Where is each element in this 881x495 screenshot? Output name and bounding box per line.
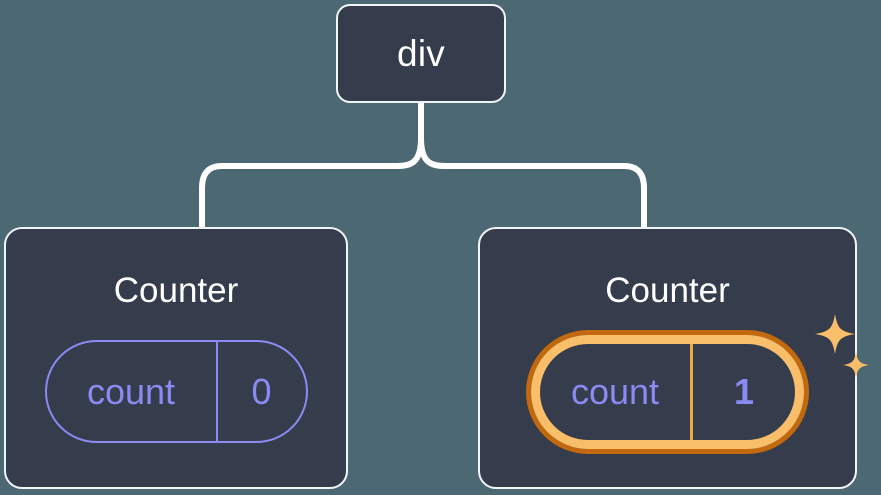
state-value-left: 0 <box>215 342 306 441</box>
state-value-right: 1 <box>690 344 795 440</box>
state-pill-right-inner-ring: count 1 <box>531 335 804 449</box>
node-counter-right[interactable]: Counter count 1 <box>478 227 869 489</box>
connector-branch-left <box>199 135 424 232</box>
state-pill-left[interactable]: count 0 <box>44 340 308 443</box>
state-key-left: count <box>86 370 176 412</box>
connector-branch-right <box>418 135 647 232</box>
node-counter-left-title: Counter <box>113 271 239 310</box>
node-div[interactable]: div <box>336 4 506 103</box>
state-pill-left-wrap: count 0 <box>44 340 308 443</box>
node-div-label: div <box>397 33 445 74</box>
state-pill-right-wrap: count 1 <box>526 314 869 454</box>
node-counter-left[interactable]: Counter count 0 <box>4 227 348 489</box>
node-counter-right-title: Counter <box>605 271 730 310</box>
state-key-right: count <box>570 371 660 412</box>
sparkles-icon <box>815 314 869 378</box>
sparkle-small-icon <box>843 352 869 378</box>
sparkle-large-icon <box>815 314 855 354</box>
state-pill-right[interactable]: count 1 <box>526 330 809 454</box>
